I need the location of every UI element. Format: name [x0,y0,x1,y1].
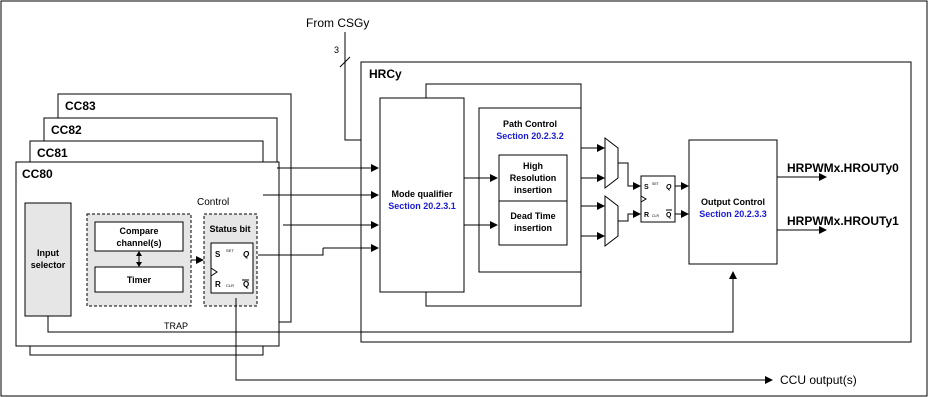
input-selector-block [24,202,72,317]
ff2-set-label: SET [652,182,660,186]
bus-width-label: 3 [334,45,339,55]
path-control-label: Path Control [503,119,557,129]
output-control-label: Output Control [701,197,765,207]
ff-clock-symbol [210,267,218,277]
ff-set-label: SET [226,248,234,253]
hrc-label: HRCy [369,67,402,81]
cc82-label: CC82 [51,123,82,137]
timer-block [94,266,184,293]
from-csg-label: From CSGy [306,16,369,30]
bidirectional-arrow [136,251,142,267]
mode-section-link[interactable]: Section 20.2.3.1 [388,201,456,211]
input-selector-label-2: selector [31,260,66,270]
dead-time-block [498,200,568,246]
ff2-s-label: S [644,184,649,191]
status-q-line [258,248,324,256]
ccu-output-label: CCU output(s) [780,373,857,387]
dead-time-label-2: insertion [514,223,552,233]
mux1-to-ff [618,162,641,190]
path-control-shadow-top [425,83,582,108]
mode-qualifier-block [379,97,465,293]
ccu-output-line [235,298,773,384]
status-bit-label: Status bit [209,224,250,234]
dead-time-label-1: Dead Time [510,211,555,221]
cc81-label: CC81 [37,146,68,160]
mux-top [604,136,619,190]
ff-r-label: R [215,280,221,289]
ff2-clr-label: CLR [652,214,659,218]
bus-slash [339,56,351,68]
high-res-label-2: Resolution [510,173,557,183]
path-control-shadow-bottom [425,272,582,307]
compare-label-2: channel(s) [116,238,161,248]
compare-channel-block [94,221,184,252]
mux2-to-ff [618,210,641,222]
cc83-label: CC83 [65,99,96,113]
hrout0-label: HRPWMx.HROUTy0 [787,161,899,175]
ff-q-label: Q [243,250,250,259]
high-resolution-block [498,154,568,202]
timer-label: Timer [127,275,152,285]
ff2-qbar-label: Q [666,212,672,219]
mode-qualifier-label: Mode qualifier [391,189,453,199]
compare-label-1: Compare [119,226,158,236]
control-label: Control [197,197,229,208]
hrout1-label: HRPWMx.HROUTy1 [787,214,899,228]
path-section-link[interactable]: Section 20.2.3.2 [496,131,564,141]
ff-clr-label: CLR [226,283,234,288]
output-section-link[interactable]: Section 20.2.3.3 [699,209,767,219]
mux-bottom [604,194,619,248]
cc80-label: CC80 [22,167,53,181]
ff2-clock-symbol [640,195,647,203]
high-res-label-1: High [523,161,543,171]
ff-s-label: S [215,250,221,259]
trap-label: TRAP [164,321,188,331]
trap-line [47,271,737,333]
ff2-r-label: R [644,212,649,219]
ff2-q-label: Q [666,184,672,191]
input-selector-label-1: Input [37,248,59,258]
ff-qbar-label: Q [243,280,249,289]
output-control-block [688,139,778,265]
high-res-label-3: insertion [514,185,552,195]
